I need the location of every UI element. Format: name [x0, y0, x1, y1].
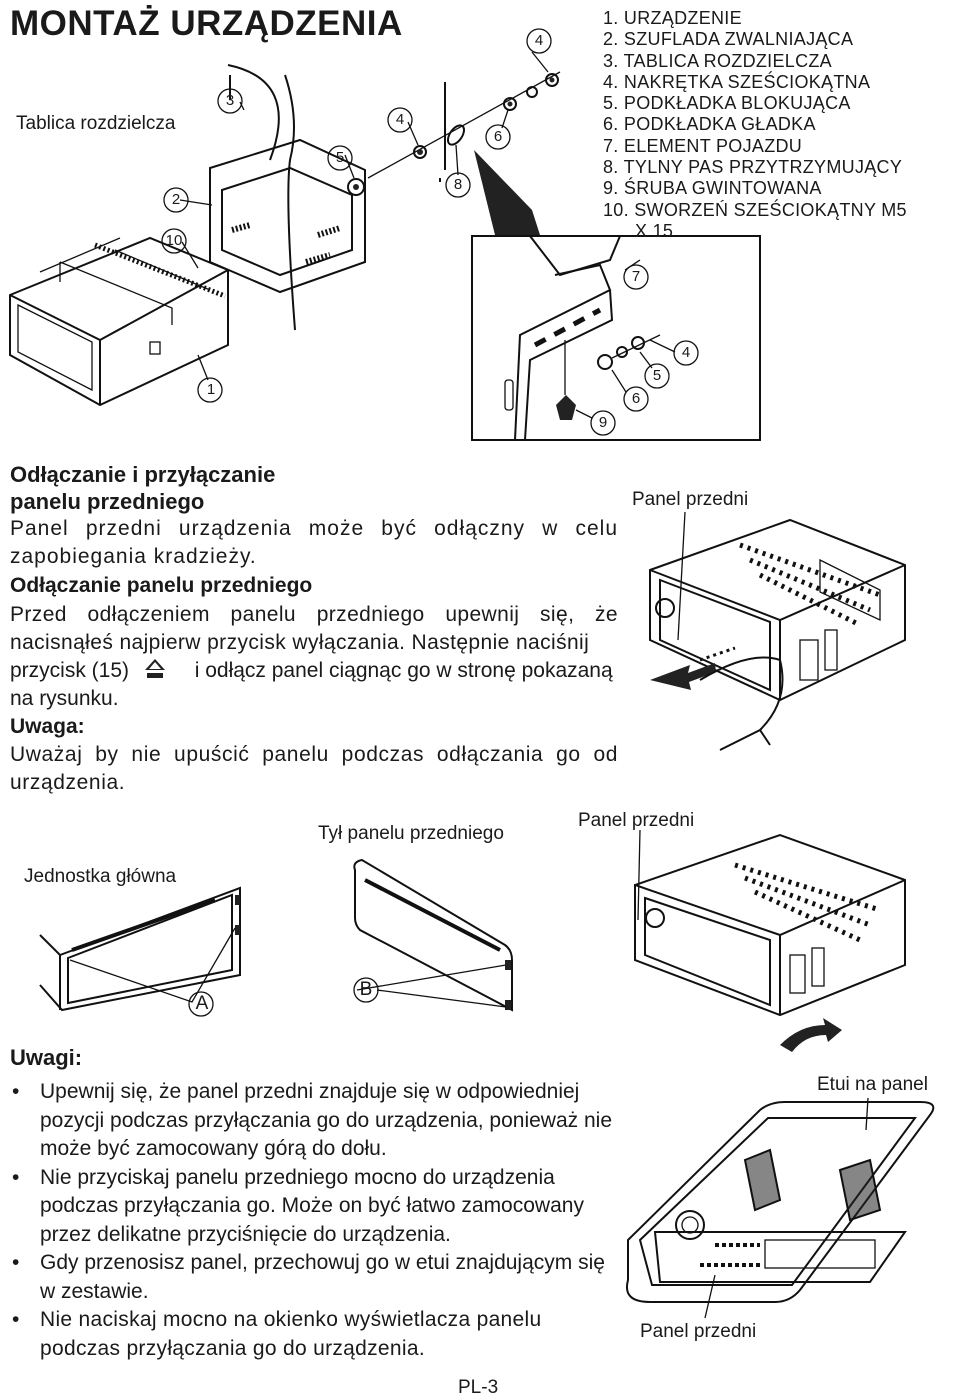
- parts-list-item: 8. TYLNY PAS PRZYTRZYMUJĄCY: [603, 157, 903, 178]
- callout-4c: 4: [681, 344, 691, 361]
- eject-icon: [143, 658, 167, 680]
- front-panel-label-2: Panel przedni: [578, 810, 695, 831]
- main-unit-label: Jednostka główna: [24, 866, 177, 887]
- parts-list-item: 2. SZUFLADA ZWALNIAJĄCA: [603, 29, 854, 50]
- note-item: Nie naciskaj mocno na okienko wyświetlac…: [10, 1306, 618, 1363]
- callout-6b: 6: [631, 390, 641, 407]
- callout-5: 5: [335, 149, 345, 166]
- callout-4: 4: [395, 111, 405, 128]
- parts-list-item: X 15: [635, 220, 674, 241]
- note-item: Gdy przenosisz panel, przechowuj go w et…: [10, 1249, 618, 1306]
- marker-b: B: [359, 979, 373, 1000]
- callout-5b: 5: [652, 367, 662, 384]
- bolt-chain-illustration: [347, 71, 561, 196]
- parts-list-item: 10. SWORZEŃ SZEŚCIOKĄTNY M5: [603, 199, 907, 220]
- callout-10: 10: [165, 232, 183, 249]
- detach-paragraph-end: na rysunku.: [10, 687, 119, 710]
- detach-paragraph-icon-line: przycisk (15) i odłącz panel ciągnąc go …: [10, 657, 618, 685]
- notes-list: Upewnij się, że panel przedni znajduje s…: [10, 1078, 618, 1363]
- callout-circles: [161, 28, 552, 403]
- callout-2: 2: [171, 191, 181, 208]
- detail-box-illustration: [471, 235, 761, 441]
- front-panel-label-1: Panel przedni: [632, 489, 749, 510]
- mounting-sleeve-illustration: [209, 64, 366, 331]
- detach-text-after-icon: i odłącz panel ciągnąc go w stronę pokaz…: [194, 659, 613, 682]
- detach-text-before-icon: przycisk (15): [10, 659, 130, 682]
- callout-9: 9: [598, 414, 608, 431]
- radio-unit-illustration: [9, 236, 229, 407]
- callout-3: 3: [225, 92, 235, 109]
- intro-text: Panel przedni urządzenia może być odłącz…: [10, 517, 618, 568]
- detach-paragraph: Przed odłączeniem panelu przedniego upew…: [10, 603, 618, 654]
- case-panel-label: Panel przedni: [640, 1321, 757, 1342]
- parts-list-item: 6. PODKŁADKA GŁADKA: [603, 114, 816, 135]
- callout-4b: 4: [534, 32, 544, 49]
- dashboard-label: Tablica rozdzielcza: [16, 113, 176, 134]
- section-heading-line2: panelu przedniego: [10, 489, 205, 514]
- parts-list-item: 7. ELEMENT POJAZDU: [603, 135, 803, 156]
- section-heading-line1: Odłączanie i przyłączanie: [10, 462, 276, 487]
- marker-a: A: [195, 993, 209, 1014]
- note-item: Upewnij się, że panel przedni znajduje s…: [10, 1078, 618, 1164]
- notes-heading: Uwagi:: [10, 1045, 83, 1070]
- parts-list-item: 4. NAKRĘTKA SZEŚCIOKĄTNA: [603, 71, 871, 92]
- parts-list-item: 1. URZĄDZENIE: [603, 8, 742, 28]
- page-number: PL-3: [458, 1377, 499, 1398]
- callout-1: 1: [206, 381, 216, 398]
- callout-6: 6: [493, 128, 503, 145]
- case-label: Etui na panel: [817, 1074, 928, 1095]
- parts-list-item: 9. ŚRUBA GWINTOWANA: [603, 178, 822, 199]
- note-heading: Uwaga:: [10, 715, 85, 738]
- detach-section: Odłączanie i przyłączanie panelu przedni…: [10, 461, 618, 797]
- callout-8: 8: [453, 176, 463, 193]
- parts-list-item: 5. PODKŁADKA BLOKUJĄCA: [603, 93, 851, 114]
- page-title: MONTAŻ URZĄDZENIA: [10, 4, 403, 43]
- parts-list-item: 3. TABLICA ROZDZIELCZA: [603, 50, 832, 71]
- note-item: Nie przyciskaj panelu przedniego mocno d…: [10, 1164, 618, 1250]
- callout-7: 7: [631, 268, 641, 285]
- detail-pointer: [474, 150, 540, 235]
- panel-back-label: Tył panelu przedniego: [318, 823, 504, 844]
- subheading: Odłączanie panelu przedniego: [10, 574, 313, 597]
- parts-list: 1. URZĄDZENIE 2. SZUFLADA ZWALNIAJĄCA 3.…: [603, 8, 907, 242]
- note-text: Uważaj by nie upuścić panelu podczas odł…: [10, 743, 618, 794]
